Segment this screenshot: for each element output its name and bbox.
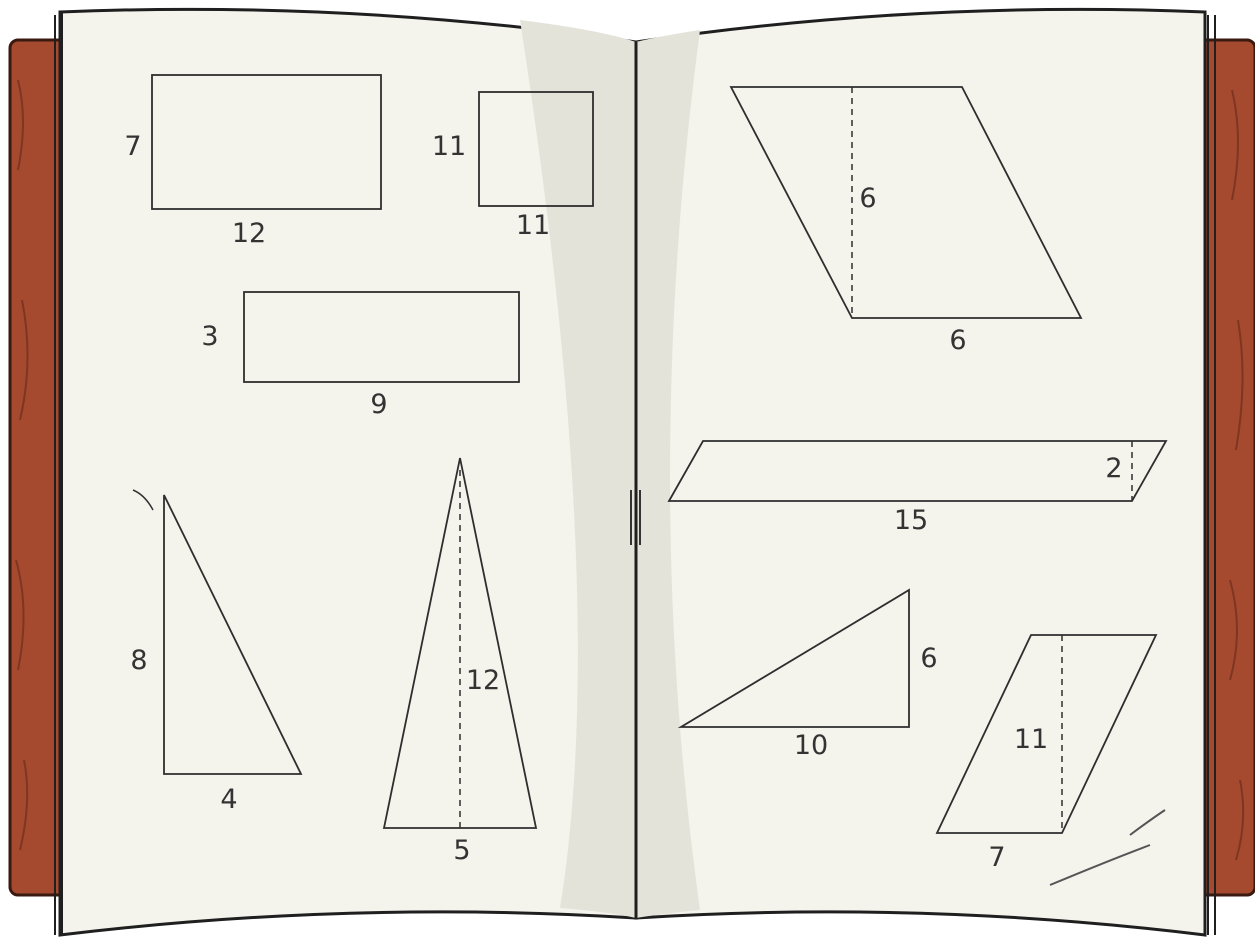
rectangle-7-by-12: 7 12 [124, 74, 382, 249]
triangle-shape [163, 494, 303, 775]
square-side-label: 11 [432, 131, 466, 162]
right-page-shade [636, 30, 700, 918]
right-page [634, 7, 1216, 937]
corner-mark [132, 489, 154, 511]
triangle-bottom-label: 10 [794, 730, 828, 761]
parallelogram-shape [935, 634, 1158, 834]
square-shape [478, 91, 594, 207]
right-page-edge [1207, 15, 1216, 935]
square-11-by-11: 11 11 [432, 91, 594, 241]
rectangle-shape [243, 291, 520, 383]
left-page [54, 7, 638, 937]
triangle-shape [677, 588, 910, 728]
parallelogram-height-label: 11 [1014, 724, 1048, 755]
right-triangle-6-by-10: 6 10 [677, 588, 938, 761]
rectangle-side-label: 3 [201, 321, 218, 352]
triangle-bottom-label: 4 [220, 784, 237, 815]
parallelogram-shape [729, 86, 1083, 319]
parallelogram-2-by-15: 2 15 [667, 440, 1168, 536]
isosceles-triangle-12-by-5: 12 5 [382, 457, 538, 866]
rectangle-bottom-label: 9 [370, 389, 387, 420]
parallelogram-11-by-7: 11 7 [935, 634, 1158, 873]
right-triangle-8-by-4: 8 4 [130, 489, 303, 815]
rectangle-3-by-9: 3 9 [201, 291, 520, 420]
square-bottom-label: 11 [516, 210, 550, 241]
rectangle-bottom-label: 12 [232, 218, 266, 249]
triangle-side-label: 6 [920, 643, 937, 674]
triangle-height-label: 12 [466, 665, 500, 696]
left-page-shade [520, 20, 636, 918]
parallelogram-bottom-label: 6 [949, 325, 966, 356]
triangle-bottom-label: 5 [453, 835, 470, 866]
page-curl-marks [1049, 809, 1166, 886]
cover-texture [15, 79, 1245, 861]
parallelogram-height-label: 6 [859, 183, 876, 214]
spine-bookmark [630, 490, 641, 545]
triangle-side-label: 8 [130, 645, 147, 676]
rectangle-side-label: 7 [124, 131, 141, 162]
rectangle-shape [151, 74, 382, 210]
parallelogram-height-label: 2 [1105, 453, 1122, 484]
parallelogram-6-by-6: 6 6 [729, 86, 1083, 356]
parallelogram-bottom-label: 7 [988, 842, 1005, 873]
parallelogram-bottom-label: 15 [894, 505, 928, 536]
left-page-edge [54, 12, 63, 935]
